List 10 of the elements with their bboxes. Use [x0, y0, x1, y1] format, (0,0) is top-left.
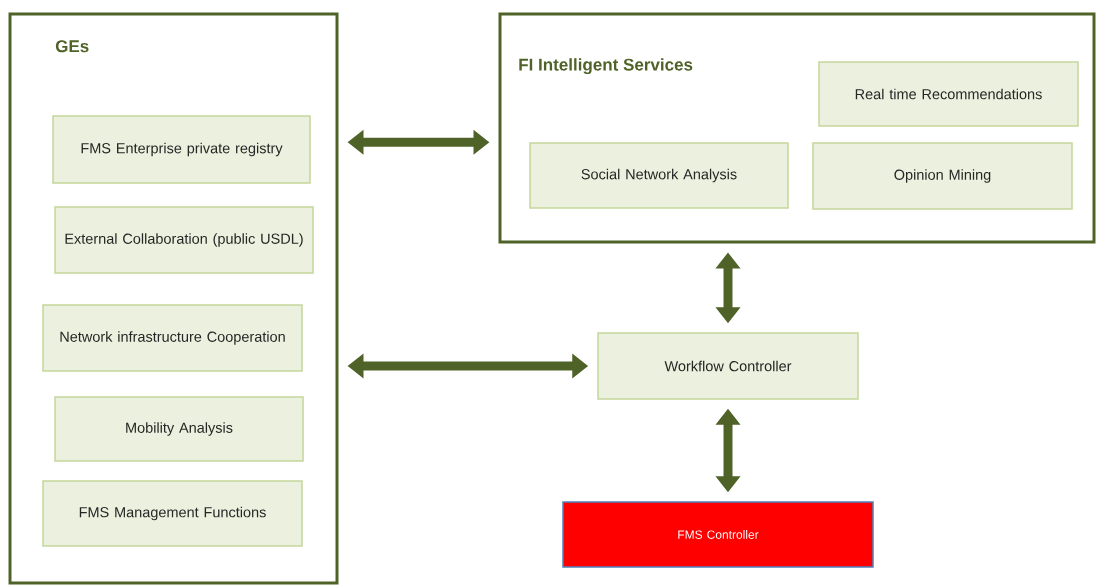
- process-box: Workflow Controller: [597, 332, 859, 400]
- process-box: Real time Recommendations: [818, 61, 1079, 127]
- process-box: External Collaboration (public USDL): [54, 206, 314, 274]
- process-box: FMS Enterprise private registry: [52, 115, 311, 184]
- process-box: Mobility Analysis: [54, 396, 304, 462]
- controller-box: FMS Controller: [562, 501, 874, 568]
- process-box: FMS Management Functions: [42, 480, 303, 547]
- process-box: Network infrastructure Cooperation: [42, 304, 303, 372]
- process-box: Opinion Mining: [812, 142, 1073, 210]
- process-box: Social Network Analysis: [529, 142, 789, 209]
